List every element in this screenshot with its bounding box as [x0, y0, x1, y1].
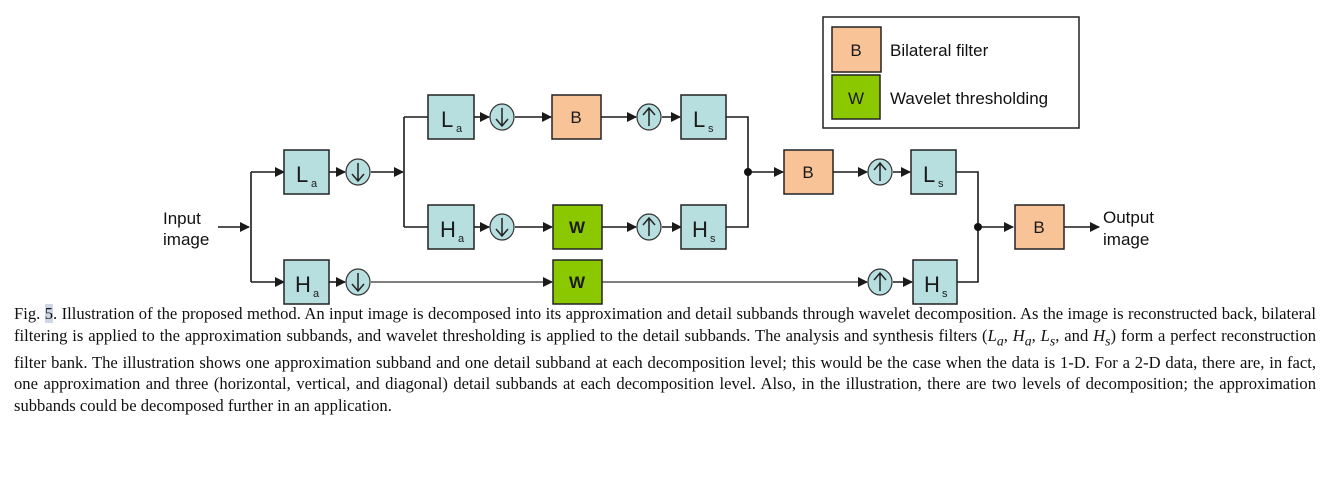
- caption-fig-label: Fig.: [14, 304, 41, 323]
- svg-text:L: L: [693, 107, 705, 132]
- wavelet-block-l1: W: [552, 259, 603, 305]
- wavelet-block-l2: W: [552, 204, 603, 250]
- input-label-line2: image: [163, 230, 209, 249]
- legend-bilateral-swatch: [831, 26, 882, 73]
- connectors: [218, 112, 1100, 287]
- figure-caption: Fig. 5. Illustration of the proposed met…: [14, 304, 1317, 415]
- svg-text:s: s: [710, 233, 716, 245]
- wavelet-bilateral-diagram: B Bilateral filter W Wavelet thresholdin…: [163, 16, 1154, 305]
- svg-text:H: H: [924, 272, 940, 297]
- synthesis-high-filter-l1: H s: [912, 259, 958, 305]
- bilateral-block-output: B: [1014, 204, 1065, 250]
- junction-dot: [974, 223, 982, 231]
- analysis-high-filter-l1: H a: [283, 259, 330, 305]
- output-label-line2: image: [1103, 230, 1149, 249]
- legend-wavelet-symbol: W: [848, 89, 864, 108]
- bilateral-block-l1: B: [783, 149, 834, 195]
- svg-text:L: L: [296, 162, 308, 187]
- caption-and: , and: [1055, 325, 1094, 345]
- svg-text:H: H: [692, 217, 708, 242]
- synthesis-high-filter-l2: H s: [680, 204, 727, 250]
- caption-text-part1: . Illustration of the proposed method. A…: [14, 304, 1317, 345]
- caption-text-part2: ) form a perfect reconstruction filter b…: [14, 325, 1317, 415]
- upsample-icon: [636, 103, 662, 131]
- input-label-line1: Input: [163, 209, 201, 228]
- svg-text:a: a: [458, 233, 465, 245]
- legend-bilateral-symbol: B: [850, 41, 861, 60]
- legend-wavelet-label: Wavelet thresholding: [890, 89, 1048, 108]
- math-Ha: Ha: [1012, 325, 1032, 348]
- downsample-icon: [489, 213, 515, 241]
- svg-text:W: W: [569, 218, 586, 237]
- upsample-icon: [636, 213, 662, 241]
- upsample-icon: [867, 268, 893, 296]
- svg-text:s: s: [708, 123, 714, 135]
- downsample-icon: [345, 158, 371, 186]
- svg-text:H: H: [295, 272, 311, 297]
- bilateral-block-l2: B: [551, 94, 602, 140]
- synthesis-low-filter-l1: L s: [910, 149, 957, 195]
- svg-text:W: W: [569, 273, 586, 292]
- downsample-icon: [489, 103, 515, 131]
- legend: B Bilateral filter W Wavelet thresholdin…: [822, 16, 1080, 129]
- svg-text:a: a: [311, 178, 318, 190]
- analysis-high-filter-l2: H a: [427, 204, 475, 250]
- legend-wavelet-swatch: [831, 74, 881, 120]
- svg-text:H: H: [440, 217, 456, 242]
- synthesis-low-filter-l2: L s: [680, 94, 727, 140]
- upsample-icon: [867, 158, 893, 186]
- svg-text:B: B: [570, 108, 581, 127]
- svg-text:s: s: [938, 178, 944, 190]
- svg-text:L: L: [923, 162, 935, 187]
- output-label-line1: Output: [1103, 208, 1154, 227]
- svg-text:B: B: [802, 163, 813, 182]
- svg-text:a: a: [456, 123, 463, 135]
- math-Ls: Ls: [1040, 325, 1056, 348]
- math-Hs: Hs: [1093, 325, 1111, 348]
- math-La: La: [987, 325, 1004, 348]
- legend-bilateral-label: Bilateral filter: [890, 41, 989, 60]
- svg-text:L: L: [441, 107, 453, 132]
- svg-text:s: s: [942, 288, 948, 300]
- analysis-low-filter-l1: L a: [283, 149, 330, 195]
- svg-text:a: a: [313, 288, 320, 300]
- analysis-low-filter-l2: L a: [427, 94, 475, 140]
- junction-dot: [744, 168, 752, 176]
- caption-fig-number[interactable]: 5: [44, 304, 54, 323]
- svg-text:B: B: [1033, 218, 1044, 237]
- downsample-icon: [345, 268, 371, 296]
